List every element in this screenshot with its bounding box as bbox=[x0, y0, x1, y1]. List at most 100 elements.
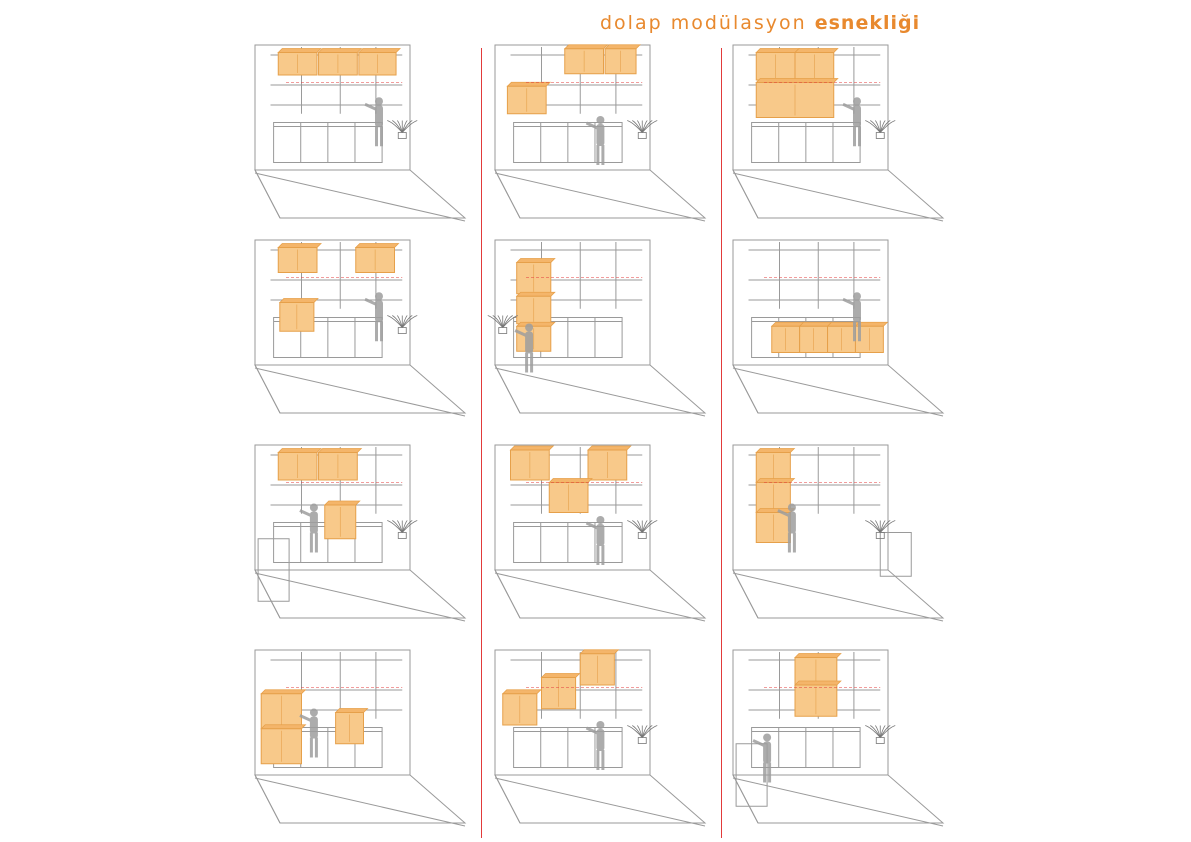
person-figure bbox=[585, 516, 605, 565]
cabinet-top bbox=[501, 689, 542, 695]
plant-icon bbox=[865, 725, 896, 744]
plant-icon bbox=[387, 315, 418, 334]
plant-leaf bbox=[865, 725, 881, 738]
plant-leaf bbox=[396, 315, 403, 328]
kitchen-panel bbox=[494, 44, 707, 222]
cabinet-top bbox=[563, 44, 609, 50]
person-torso bbox=[375, 300, 383, 323]
plant-icon bbox=[627, 520, 658, 539]
cabinet-top bbox=[515, 258, 556, 263]
floor-shadow-line bbox=[494, 172, 706, 222]
floor-shadow-line bbox=[254, 367, 466, 417]
kitchen-panel bbox=[487, 239, 707, 417]
plant-leaf bbox=[387, 520, 403, 533]
person-arm bbox=[299, 714, 312, 722]
person-leg bbox=[792, 532, 796, 553]
person-leg bbox=[763, 762, 767, 783]
plant-icon bbox=[627, 120, 658, 139]
cabinet-top bbox=[794, 48, 839, 53]
cabinet-top bbox=[579, 649, 620, 655]
plant-pot bbox=[498, 327, 508, 334]
person-head bbox=[596, 116, 605, 124]
person-leg bbox=[596, 145, 600, 165]
person-figure bbox=[842, 97, 861, 147]
cabinet-top bbox=[794, 680, 842, 686]
column-divider-1 bbox=[481, 48, 482, 838]
plant-leaf bbox=[497, 315, 504, 328]
floor-shadow-line bbox=[732, 572, 944, 622]
person-figure bbox=[299, 503, 318, 553]
floor bbox=[732, 364, 945, 414]
floor-edge bbox=[732, 774, 759, 824]
floor-edge bbox=[732, 169, 759, 219]
plant-leaf bbox=[502, 315, 518, 328]
person-leg bbox=[601, 145, 605, 165]
person-arm bbox=[364, 102, 377, 111]
plant-leaf bbox=[392, 120, 403, 133]
floor-shadow-line bbox=[254, 777, 466, 827]
floor-shadow-line bbox=[494, 367, 706, 417]
floor-edge bbox=[254, 569, 281, 619]
cabinet-top bbox=[770, 321, 805, 327]
plant-leaf bbox=[396, 520, 403, 533]
cabinet-top bbox=[515, 321, 556, 327]
column-divider-2 bbox=[721, 48, 722, 838]
cabinet-top bbox=[506, 81, 552, 87]
plant-pot bbox=[875, 532, 885, 539]
person-leg bbox=[853, 321, 856, 342]
floor bbox=[254, 169, 467, 219]
person-arm bbox=[585, 121, 599, 130]
person-arm bbox=[585, 521, 599, 530]
kitchen-panel bbox=[254, 649, 467, 827]
floor bbox=[494, 169, 707, 219]
plant-leaf bbox=[641, 120, 648, 133]
kitchen-panel bbox=[494, 649, 707, 827]
floor-edge bbox=[494, 774, 521, 824]
kitchen-panel bbox=[732, 649, 945, 827]
plant-pot bbox=[875, 132, 885, 139]
plant-leaf bbox=[627, 725, 643, 738]
person-torso bbox=[309, 511, 318, 534]
person-head bbox=[375, 97, 383, 106]
person-torso bbox=[853, 105, 861, 128]
person-leg bbox=[314, 737, 318, 758]
person-arm bbox=[842, 297, 855, 306]
cabinet-top bbox=[604, 44, 642, 50]
floor-shadow-line bbox=[254, 572, 466, 622]
cabinet-top bbox=[354, 243, 400, 248]
plant-leaf bbox=[870, 520, 881, 533]
plant-leaf bbox=[632, 120, 643, 133]
person-torso bbox=[596, 729, 605, 751]
plant-leaf bbox=[401, 120, 408, 133]
plant-icon bbox=[627, 725, 658, 744]
person-torso bbox=[787, 511, 796, 534]
cabinet-top bbox=[755, 48, 800, 53]
floor-shadow-line bbox=[494, 572, 706, 622]
person-leg bbox=[375, 321, 378, 342]
plant-leaf bbox=[865, 120, 881, 133]
plant-leaf bbox=[401, 315, 418, 328]
plant-pot bbox=[397, 327, 407, 334]
person-arm bbox=[842, 102, 855, 111]
plant-pot bbox=[637, 737, 647, 744]
person-leg bbox=[601, 545, 605, 565]
plant-pot bbox=[637, 132, 647, 139]
person-leg bbox=[380, 126, 383, 147]
person-arm bbox=[514, 329, 527, 337]
plant-leaf bbox=[641, 725, 648, 738]
plant-leaf bbox=[396, 120, 403, 133]
person-torso bbox=[525, 331, 534, 354]
plant-leaf bbox=[401, 120, 418, 133]
person-arm bbox=[364, 297, 377, 306]
cabinet-top bbox=[277, 48, 322, 53]
person-leg bbox=[380, 321, 383, 342]
person-leg bbox=[530, 352, 534, 373]
plant-leaf bbox=[627, 520, 643, 533]
person-head bbox=[525, 323, 534, 332]
floor bbox=[254, 569, 467, 619]
plant-pot bbox=[875, 737, 885, 744]
floor bbox=[254, 774, 467, 824]
plant-leaf bbox=[865, 520, 881, 533]
kitchen-panel bbox=[254, 239, 467, 417]
